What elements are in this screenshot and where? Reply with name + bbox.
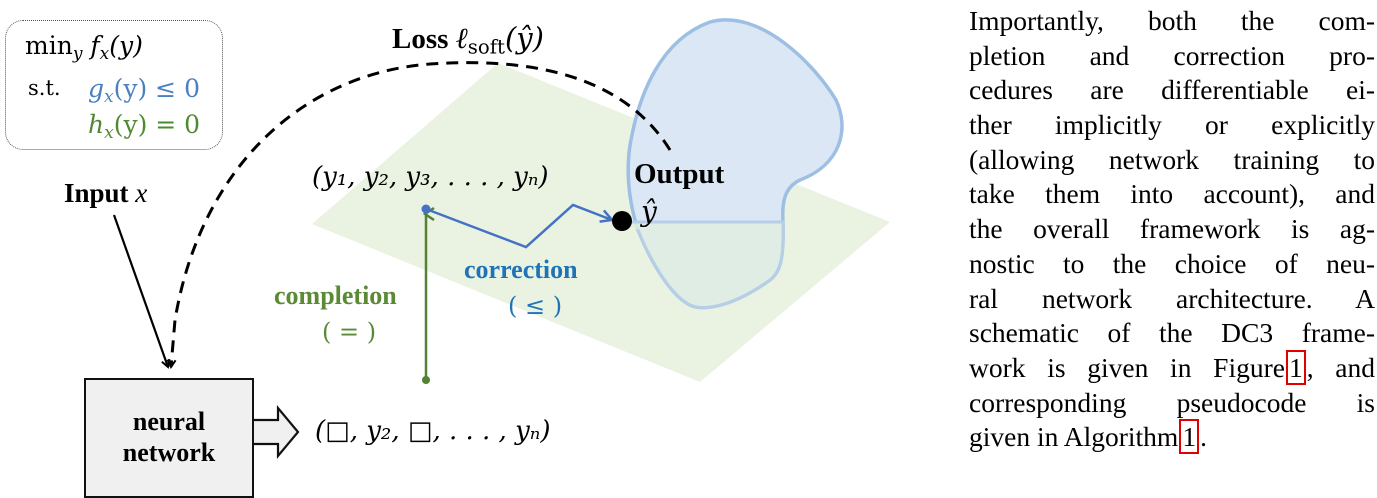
objective-subscript: x bbox=[99, 43, 110, 64]
text-line: cedures are differentiable ei- bbox=[969, 74, 1375, 106]
objective-argument: (y) bbox=[109, 31, 143, 60]
text-line: ther implicitly or explicitly bbox=[969, 109, 1375, 141]
inequality-function: g bbox=[88, 74, 105, 103]
body-paragraph: Importantly, both the com- pletion and c… bbox=[969, 4, 1375, 455]
equality-rest: (y) = 0 bbox=[113, 110, 201, 139]
completion-start-dot bbox=[422, 376, 430, 384]
dc3-schematic-figure: miny fx(y) s.t. gx(y) ≤ 0 hx(y) = 0 Loss… bbox=[5, 18, 890, 498]
correction-label: correction bbox=[464, 255, 578, 284]
text-line: the overall framework is ag- bbox=[969, 213, 1375, 245]
partial-vector-label: (□, y₂, □, . . . , yₙ) bbox=[315, 416, 551, 446]
text-line: (allowing network training to bbox=[969, 143, 1375, 175]
equality-function: h bbox=[88, 110, 105, 139]
text-line: schematic of the DC3 frame- bbox=[969, 317, 1375, 349]
text-line: pletion and correction pro- bbox=[969, 39, 1375, 71]
objective-line: miny fx(y) bbox=[25, 33, 143, 63]
output-point bbox=[612, 211, 632, 231]
nn-label-line1: neural bbox=[132, 407, 206, 437]
diagram-graphics bbox=[112, 18, 890, 460]
text-line: Importantly, both the com- bbox=[969, 5, 1375, 36]
equality-subscript: x bbox=[104, 122, 114, 143]
st-label: s.t. bbox=[28, 76, 61, 100]
inequality-rest: (y) ≤ 0 bbox=[113, 74, 200, 103]
text-line: take them into account), and bbox=[969, 178, 1375, 210]
completion-label: completion bbox=[274, 281, 397, 310]
full-vector-dot bbox=[421, 204, 431, 214]
figure-ref-link[interactable]: 1 bbox=[1285, 349, 1306, 385]
network-output-arrow bbox=[254, 404, 300, 460]
nn-label-line2: network bbox=[122, 438, 216, 467]
figure-ref-suffix: , and bbox=[1306, 351, 1375, 383]
objective-function: f bbox=[90, 31, 100, 60]
algorithm-ref-link[interactable]: 1 bbox=[1179, 419, 1200, 455]
input-arrow bbox=[112, 214, 168, 367]
inequality-subscript: x bbox=[104, 86, 114, 107]
loss-word: Loss bbox=[392, 23, 449, 55]
inequality-constraint: gx(y) ≤ 0 bbox=[88, 76, 200, 106]
loss-subscript: soft bbox=[467, 35, 505, 59]
equality-constraint: hx(y) = 0 bbox=[88, 112, 200, 142]
correction-arrow bbox=[425, 203, 612, 249]
min-subscript: y bbox=[72, 43, 83, 64]
completion-symbol: ( = ) bbox=[322, 318, 377, 346]
feasible-region-overlap bbox=[622, 222, 784, 308]
text-line: corresponding pseudocode is bbox=[969, 386, 1375, 418]
neural-network-box: neural network bbox=[84, 378, 254, 498]
algorithm-ref-suffix: . bbox=[1200, 421, 1207, 453]
input-word: Input bbox=[64, 178, 129, 208]
correction-symbol: ( ≤ ) bbox=[508, 292, 563, 320]
output-label: Output bbox=[634, 158, 725, 190]
loss-symbol: ℓ bbox=[455, 21, 468, 55]
loss-label: Loss ℓsoft(ŷ) bbox=[392, 24, 544, 57]
optimization-problem-box bbox=[5, 20, 223, 150]
algorithm-ref-prefix: given in Algorithm bbox=[969, 421, 1179, 453]
loss-argument: (ŷ) bbox=[504, 21, 544, 55]
figure-ref-prefix: work is given in Figure bbox=[969, 351, 1285, 383]
full-vector-label: (y₁, y₂, y₃, . . . , yₙ) bbox=[312, 162, 549, 192]
text-line: ral network architecture. A bbox=[969, 282, 1375, 314]
min-operator: min bbox=[25, 31, 73, 60]
output-symbol: ŷ bbox=[641, 195, 657, 228]
input-label: Input x bbox=[64, 180, 147, 207]
input-variable: x bbox=[135, 178, 148, 208]
text-line: nostic to the choice of neu- bbox=[969, 247, 1375, 279]
